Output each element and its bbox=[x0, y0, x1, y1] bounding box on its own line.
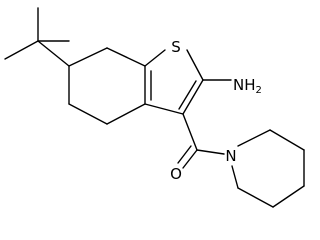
sulfur-c2-bond bbox=[186, 49, 204, 81]
piperidine-bond-6 bbox=[231, 165, 239, 189]
piperidine-nitrogen-label: N bbox=[225, 147, 236, 165]
ring-bond-1 bbox=[68, 47, 108, 67]
amine-subscript: 2 bbox=[256, 85, 262, 96]
c2-c3-bond bbox=[182, 79, 204, 115]
carbonyl-nitrogen-bond bbox=[196, 149, 225, 155]
ring-bond-2 bbox=[106, 47, 146, 67]
carbonyl-double-bond-outer bbox=[182, 149, 198, 169]
c3-c3a-bond bbox=[144, 103, 184, 115]
thiophene-ring bbox=[144, 49, 204, 115]
cyclohexene-ring bbox=[68, 47, 152, 125]
carbonyl-double-bond-inner bbox=[177, 145, 192, 164]
piperidine-bond-4 bbox=[272, 185, 305, 208]
sulfur-label: S bbox=[171, 38, 181, 56]
piperidine-bond-5 bbox=[237, 187, 274, 208]
c7a-sulfur-bond bbox=[144, 49, 166, 67]
oxygen-label: O bbox=[170, 165, 182, 183]
piperidine-ring bbox=[231, 129, 305, 208]
amine-label: NH2 bbox=[233, 76, 262, 96]
carbonyl-group bbox=[177, 113, 225, 169]
piperidine-bond-2 bbox=[269, 129, 305, 151]
ring-bond-4 bbox=[106, 103, 146, 125]
quaternary-to-ring-bond bbox=[37, 40, 70, 67]
tert-butyl-group bbox=[4, 7, 70, 67]
methyl-bond-left bbox=[4, 40, 39, 60]
ring-bond-5 bbox=[68, 103, 108, 125]
c2-c3-double-bond-inner bbox=[178, 80, 197, 110]
piperidine-bond-1 bbox=[237, 129, 271, 147]
structure-diagram: S NH2 O N bbox=[4, 7, 305, 208]
molecule-drawing: S NH2 O N bbox=[4, 7, 305, 208]
amine-nh-text: NH bbox=[233, 76, 256, 94]
c3-carbonyl-bond bbox=[182, 113, 198, 151]
